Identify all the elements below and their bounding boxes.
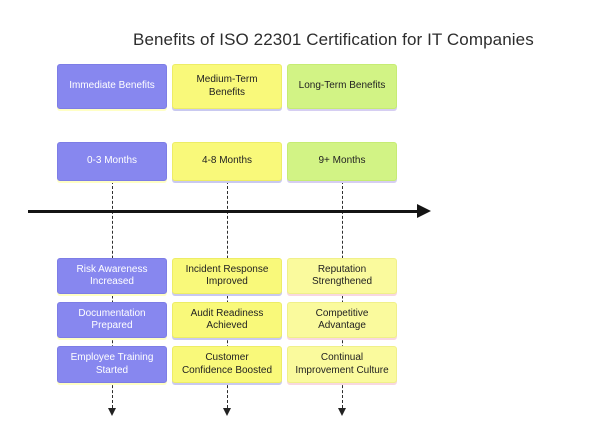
period-box-9-plus-months: 9+ Months	[287, 142, 397, 181]
benefit-box-continual-improvement: Continual Improvement Culture	[287, 346, 397, 383]
diagram-title: Benefits of ISO 22301 Certification for …	[133, 30, 534, 49]
benefit-box-reputation: Reputation Strengthened	[287, 258, 397, 294]
benefit-box-audit-readiness: Audit Readiness Achieved	[172, 302, 282, 338]
header-box-long-term-benefits: Long-Term Benefits	[287, 64, 397, 109]
period-box-4-8-months: 4-8 Months	[172, 142, 282, 181]
down-arrow-icon	[108, 408, 116, 416]
benefit-box-incident-response: Incident Response Improved	[172, 258, 282, 294]
benefit-box-competitive-advantage: Competitive Advantage	[287, 302, 397, 338]
down-arrow-icon	[223, 408, 231, 416]
dashed-connector-long	[342, 181, 343, 408]
dashed-connector-medium	[227, 181, 228, 408]
dashed-connector-immediate	[112, 181, 113, 408]
benefit-box-customer-confidence: Customer Confidence Boosted	[172, 346, 282, 383]
header-box-immediate-benefits: Immediate Benefits	[57, 64, 167, 109]
benefit-box-employee-training: Employee Training Started	[57, 346, 167, 383]
down-arrow-icon	[338, 408, 346, 416]
timeline-arrowhead-icon	[417, 204, 431, 218]
benefit-box-risk-awareness: Risk Awareness Increased	[57, 258, 167, 294]
header-box-medium-term-benefits: Medium-Term Benefits	[172, 64, 282, 109]
timeline-axis	[28, 210, 417, 213]
benefit-box-documentation: Documentation Prepared	[57, 302, 167, 338]
period-box-0-3-months: 0-3 Months	[57, 142, 167, 181]
